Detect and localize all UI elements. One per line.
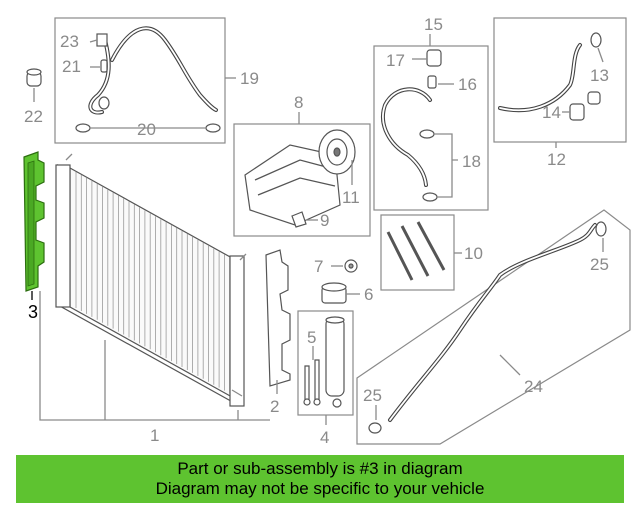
callout-9: 9 [320,211,329,230]
box-line-24 [356,209,631,445]
callout-18: 18 [462,152,481,171]
callout-13: 13 [590,66,609,85]
part-6-bushing [321,282,347,304]
condenser-fins [75,172,231,394]
callout-14: 14 [542,103,561,122]
callout-4: 4 [320,428,329,447]
callout-8: 8 [294,93,303,112]
callout-12: 12 [547,150,566,169]
callout-22: 22 [24,107,43,126]
parts-diagram: 3 2 1 23 21 20 19 22 8 [23,15,631,447]
callout-7: 7 [314,257,323,276]
part-3-bracket[interactable] [23,151,45,292]
banner-line-2: Diagram may not be specific to your vehi… [155,479,485,498]
condenser [55,153,247,407]
callout-2: 2 [270,397,279,416]
callout-25b: 25 [363,386,382,405]
callout-1: 1 [150,426,159,445]
box-line-12 [493,17,627,143]
callout-21: 21 [62,57,81,76]
banner-line-1: Part or sub-assembly is #3 in diagram [177,459,463,478]
callout-16: 16 [458,75,477,94]
callout-11: 11 [342,188,360,207]
box-lines-15 [373,45,489,211]
callout-6: 6 [364,285,373,304]
part-7-bolt [344,259,358,273]
callout-19: 19 [240,69,259,88]
callout-23: 23 [60,32,79,51]
callout-5: 5 [307,328,316,347]
part-2-bracket [265,249,291,387]
callout-24: 24 [524,377,543,396]
box-refrigerant-lines-19 [54,17,226,144]
callout-15: 15 [424,15,443,34]
box-drier-4 [297,310,354,416]
callout-3: 3 [28,302,38,322]
box-bolts-10 [380,214,455,291]
callout-17: 17 [386,51,405,70]
callout-20: 20 [137,120,156,139]
info-banner: Part or sub-assembly is #3 in diagram Di… [16,455,624,503]
box-compressor-8 [233,123,371,237]
callout-10: 10 [464,244,483,263]
part-22-cap [26,68,42,87]
callout-25a: 25 [590,255,609,274]
